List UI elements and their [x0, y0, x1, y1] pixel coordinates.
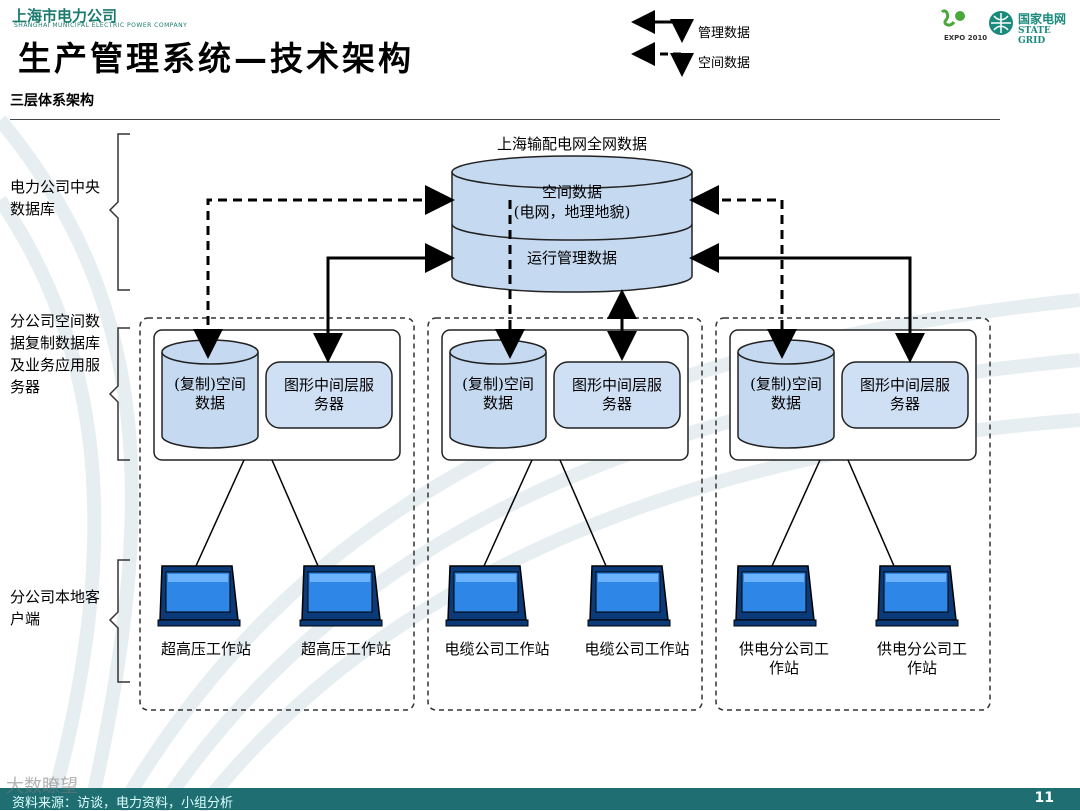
middle-tier-label-1: 图形中间层服务器 — [283, 376, 374, 413]
station-label-2b: 电缆公司工作站 — [584, 640, 690, 658]
central-db-title: 上海输配电网全网数据 — [496, 135, 647, 153]
page-subtitle: 三层体系架构 — [10, 93, 94, 109]
workstation-monitors — [157, 565, 959, 627]
link-2a — [483, 459, 533, 567]
link-2b — [559, 459, 607, 567]
state-grid-cn: 国家电网 — [1018, 12, 1067, 26]
monitor-icon — [733, 565, 817, 627]
state-grid-en: STATE GRID — [1018, 26, 1051, 46]
replica-db-label-3: (复制)空间数据 — [750, 375, 822, 412]
link-3a — [771, 459, 821, 567]
company-name-en: SHANGHAI MUNICIPAL ELECTRIC POWER COMPAN… — [14, 22, 188, 29]
spatial-arrow-1 — [193, 185, 455, 359]
middle-tier-box-2 — [553, 361, 681, 429]
row-label-central-db: 电力公司中央数据库 — [10, 178, 101, 218]
row-label-branch-servers: 分公司空间数据复制数据库及业务应用服务器 — [10, 312, 101, 396]
monitor-icon — [299, 565, 383, 627]
state-grid-logo: 国家电网 STATE GRID — [988, 8, 1076, 52]
expo-logo: EXPO 2010 — [940, 9, 987, 46]
link-3b — [847, 459, 895, 567]
state-grid-icon — [989, 11, 1013, 35]
legend-dashed-arrow — [631, 42, 694, 77]
middle-tier-label-2: 图形中间层服务器 — [571, 376, 662, 413]
brace-branch — [108, 327, 130, 461]
monitor-icon — [157, 565, 241, 627]
replica-db-label-2: (复制)空间数据 — [462, 375, 534, 412]
link-1b — [271, 459, 319, 567]
legend-management-label: 管理数据 — [698, 26, 751, 41]
management-arrow-3 — [689, 243, 925, 363]
brace-central — [108, 133, 130, 291]
brace-clients — [108, 559, 130, 683]
footer-source: 资料来源：访谈，电力资料，小组分析 — [12, 796, 234, 811]
row-label-local-clients: 分公司本地客户端 — [10, 588, 101, 628]
watermark: 大数瞭望 — [6, 776, 78, 797]
monitor-icon — [875, 565, 959, 627]
header-divider — [10, 119, 1000, 120]
station-label-1b: 超高压工作站 — [300, 640, 391, 658]
legend-spatial-label: 空间数据 — [698, 56, 751, 71]
monitor-icon — [587, 565, 671, 627]
central-db-spatial-line1: 空间数据 — [541, 183, 602, 201]
row-braces — [108, 133, 130, 683]
central-db-spatial-line2: (电网，地理地貌) — [513, 203, 631, 221]
station-label-3b: 供电分公司工作站 — [876, 640, 967, 677]
legend-arrows — [631, 10, 694, 77]
monitor-icon — [445, 565, 529, 627]
page-title: 生产管理系统—技术架构 — [18, 39, 414, 78]
branch-container-2 — [427, 317, 703, 711]
svg-text:EXPO 2010: EXPO 2010 — [944, 34, 987, 42]
central-db-cylinder — [451, 155, 693, 293]
station-label-1a: 超高压工作站 — [160, 640, 251, 658]
company-name: 上海市电力公司 — [12, 7, 118, 25]
link-1a — [195, 459, 245, 567]
spatial-arrow-3 — [689, 185, 797, 359]
central-db-operations: 运行管理数据 — [526, 249, 617, 267]
station-label-2a: 电缆公司工作站 — [444, 640, 550, 658]
legend-solid-arrow — [631, 10, 694, 43]
replica-db-label-1: (复制)空间数据 — [174, 375, 246, 412]
station-label-3a: 供电分公司工作站 — [738, 640, 829, 677]
page-number: 11 — [1034, 790, 1054, 806]
middle-tier-label-3: 图形中间层服务器 — [859, 376, 950, 413]
management-arrow-1 — [313, 243, 455, 363]
footer-bar — [0, 788, 1080, 810]
